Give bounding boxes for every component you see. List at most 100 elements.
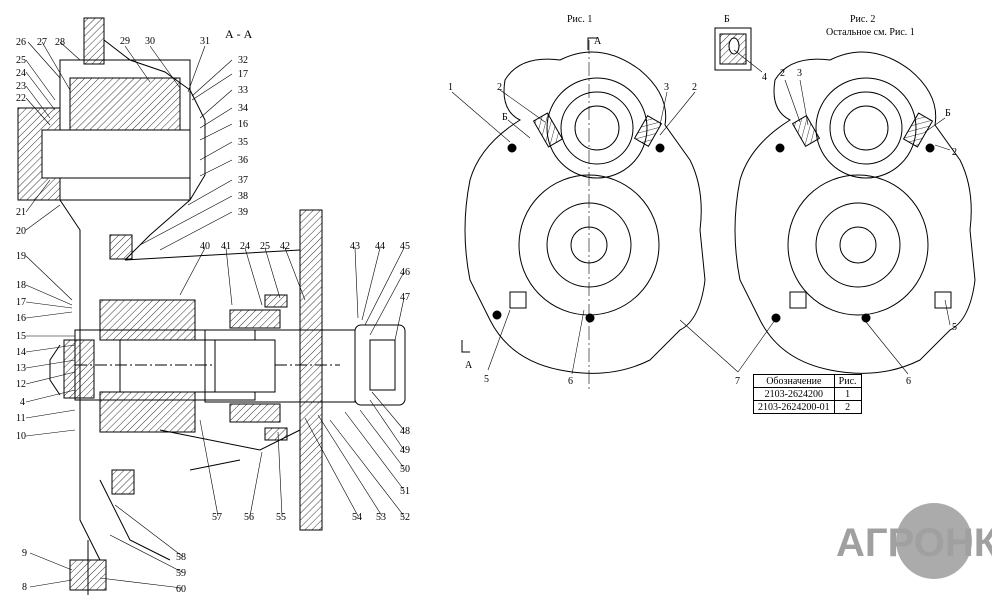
callout: 16 <box>238 119 248 130</box>
callout: 29 <box>120 36 130 47</box>
callout: 25 <box>260 241 270 252</box>
callout: 44 <box>375 241 385 252</box>
table-cell: 2 <box>833 400 862 414</box>
table-header-cell: Обозначение <box>753 374 835 388</box>
callout: 55 <box>276 512 286 523</box>
callout: 47 <box>400 292 410 303</box>
callout: 38 <box>238 191 248 202</box>
callout: 50 <box>400 464 410 475</box>
callout: 56 <box>244 512 254 523</box>
callout: 39 <box>238 207 248 218</box>
fig2-callouts: 2 3 Б 2 5 6 <box>780 68 957 387</box>
fig2-subcaption: Остальное см. Рис. 1 <box>826 27 915 38</box>
callout: 9 <box>22 548 27 559</box>
callout: 40 <box>200 241 210 252</box>
callout-shared: 7 <box>735 376 740 387</box>
callout: 2 <box>497 82 502 93</box>
callout: 26 <box>16 37 26 48</box>
callout: 25 <box>16 55 26 66</box>
callout: 10 <box>16 431 26 442</box>
callout: 31 <box>200 36 210 47</box>
section-leaders <box>25 41 405 589</box>
callouts-left-column: 26 27 28 25 24 23 22 21 20 19 18 17 16 1… <box>16 37 65 593</box>
callout: 1 <box>448 82 453 93</box>
fig1-drawing <box>461 37 706 390</box>
callout: 46 <box>400 267 410 278</box>
callout: 5 <box>484 374 489 385</box>
fig1-leaders <box>451 89 776 375</box>
callout: 41 <box>221 241 231 252</box>
callout: 59 <box>176 568 186 579</box>
callout: 6 <box>906 376 911 387</box>
view-b-drawing <box>714 27 763 73</box>
fig2-caption: Рис. 2 <box>850 14 875 25</box>
callout: 13 <box>16 363 26 374</box>
callout: 30 <box>145 36 155 47</box>
callout: 52 <box>400 512 410 523</box>
callout: 14 <box>16 347 26 358</box>
fig2-drawing <box>734 51 976 374</box>
view-b-label: Б <box>724 14 730 25</box>
callouts-bottom: 48 49 50 51 52 53 54 55 56 57 58 59 60 <box>176 426 410 595</box>
callout: 57 <box>212 512 222 523</box>
callout: 54 <box>352 512 362 523</box>
table-header-cell: Рис. <box>833 374 862 388</box>
callout: 3 <box>797 68 802 79</box>
callout: А <box>465 360 473 371</box>
callout: 2 <box>780 68 785 79</box>
section-label: А - А <box>225 27 253 41</box>
view-b-part: 4 <box>762 72 767 83</box>
table-cell: 2103-2624200-01 <box>753 400 835 414</box>
callout: 24 <box>16 68 26 79</box>
callout: 6 <box>568 376 573 387</box>
callout: 16 <box>16 313 26 324</box>
callouts-top-right: 29 30 31 32 17 33 34 16 35 36 37 38 39 4… <box>120 36 410 303</box>
callout: 42 <box>280 241 290 252</box>
callout: 12 <box>16 379 26 390</box>
callout: 53 <box>376 512 386 523</box>
callout: 49 <box>400 445 410 456</box>
callout: 27 <box>37 37 47 48</box>
table-header-row: Обозначение Рис. <box>753 374 862 388</box>
callout: 22 <box>16 93 26 104</box>
table-row: 2103-2624200-01 2 <box>753 400 862 414</box>
callout: 35 <box>238 137 248 148</box>
callout: 51 <box>400 486 410 497</box>
callout: 20 <box>16 226 26 237</box>
callout: Б <box>945 108 951 119</box>
callout: 17 <box>16 297 26 308</box>
callout: 18 <box>16 280 26 291</box>
callout: 5 <box>952 322 957 333</box>
callout: 15 <box>16 331 26 342</box>
callout: Б <box>502 112 508 123</box>
callout: 36 <box>238 155 248 166</box>
fig1-cut-mark: А <box>594 36 602 47</box>
callout: 19 <box>16 251 26 262</box>
callout: 2 <box>692 82 697 93</box>
callout: 21 <box>16 207 26 218</box>
callout: 37 <box>238 175 248 186</box>
callout: 3 <box>664 82 669 93</box>
watermark-text: АГРОНКА <box>836 521 992 565</box>
table-row: 2103-2624200 1 <box>753 387 862 401</box>
callout: 24 <box>240 241 250 252</box>
callout: 58 <box>176 552 186 563</box>
fig1-caption: Рис. 1 <box>567 14 592 25</box>
callout: 43 <box>350 241 360 252</box>
fig2-leaders <box>784 79 951 375</box>
designation-table: Обозначение Рис. 2103-2624200 1 2103-262… <box>753 374 862 414</box>
callout: 23 <box>16 81 26 92</box>
watermark-logo: АГРОНКА <box>836 503 992 579</box>
fig1-callouts: 1 2 Б 3 2 А 5 6 <box>448 82 697 387</box>
callout: 45 <box>400 241 410 252</box>
callout: 8 <box>22 582 27 593</box>
callout: 34 <box>238 103 248 114</box>
callout: 28 <box>55 37 65 48</box>
callout: 17 <box>238 69 248 80</box>
callout: 32 <box>238 55 248 66</box>
callout: 2 <box>952 147 957 158</box>
table-cell: 2103-2624200 <box>753 387 835 401</box>
callout: 33 <box>238 85 248 96</box>
callout: 4 <box>20 397 25 408</box>
